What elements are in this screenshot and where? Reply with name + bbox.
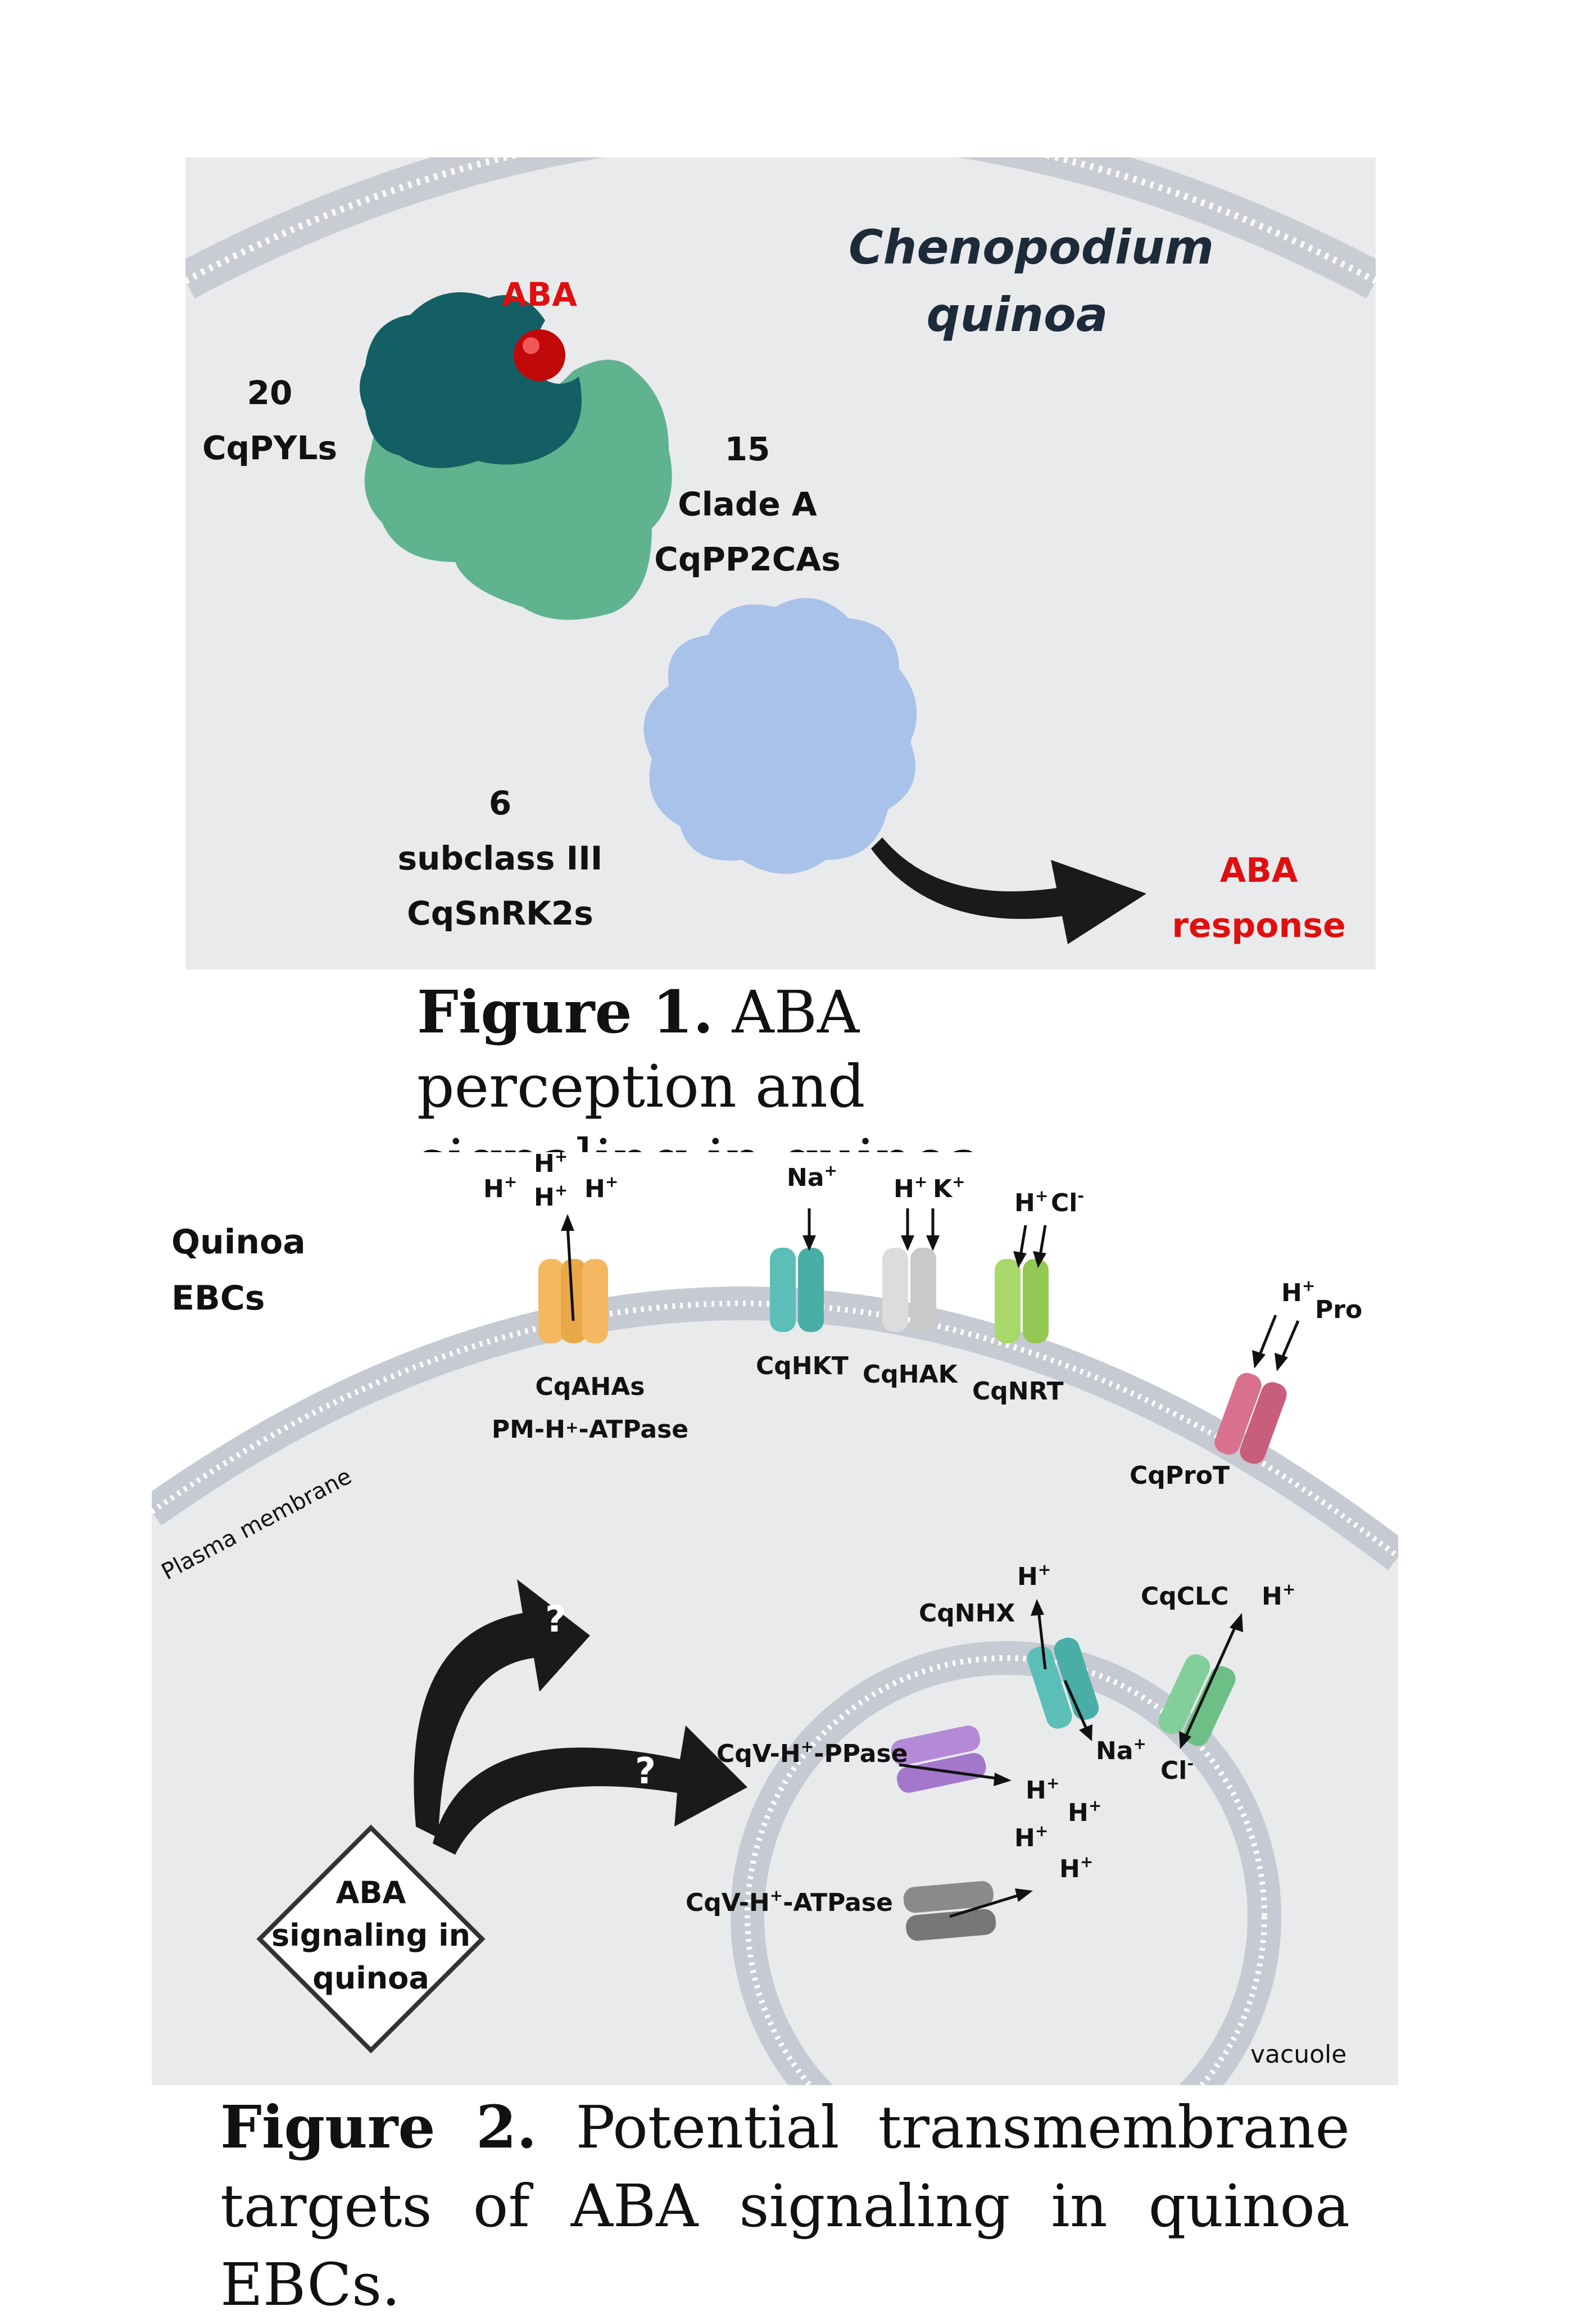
aba-label: ABA (502, 275, 577, 314)
cell-type-label: Quinoa EBCs (171, 1214, 306, 1326)
ion-h-aha-1: H+ (483, 1172, 518, 1203)
signal-arrow-lower (433, 1725, 747, 1855)
cqprot-transporter (1214, 1372, 1287, 1464)
cqnrt-label: CqNRT (972, 1377, 1064, 1406)
cqclc-transporter (1158, 1654, 1236, 1746)
pp2c-label: 15 Clade A CqPP2CAs (590, 422, 905, 587)
cqaha-name: CqAHAs (535, 1372, 645, 1401)
cqaha-type: PM-H+-ATPase (491, 1415, 689, 1444)
snrk2-label: 6 subclass III CqSnRK2s (377, 776, 624, 941)
response-arrow (871, 837, 1146, 944)
ion-h-clc: H+ (1262, 1580, 1296, 1611)
response-line-2: response (1172, 906, 1346, 945)
signal-arrow-upper (414, 1579, 590, 1838)
ion-cl-clc: Cl- (1160, 1754, 1194, 1785)
pyl-count: 20 (247, 374, 293, 412)
ion-h-aha-4: H+ (584, 1172, 619, 1203)
pp2c-clade: Clade A (678, 485, 817, 523)
ion-h-vac-2: H+ (1068, 1796, 1102, 1827)
ion-cl-nrt: Cl- (1051, 1186, 1084, 1217)
cqhak-label: CqHAK (863, 1360, 958, 1389)
pyl-label: 20 CqPYLs (185, 365, 354, 475)
snrk2-protein-shape (643, 598, 917, 874)
cqv-atpase-label: CqV-H+-ATPase (686, 1886, 893, 1917)
snrk2-subclass: subclass III (397, 839, 603, 877)
cqnrt-transporter (995, 1225, 1049, 1343)
species-name: Chenopodium quinoa (849, 214, 1214, 348)
aba-response-label: ABA response (1163, 843, 1354, 953)
aba-signaling-line-1: ABA (335, 1875, 406, 1910)
pyl-protein-shape (360, 292, 582, 468)
aba-signaling-label: ABA signaling in quinoa (259, 1872, 483, 2000)
aba-signaling-line-3: quinoa (312, 1960, 429, 1996)
cqnhx-label: CqNHX (919, 1599, 1015, 1628)
ion-h-vac-4: H+ (1059, 1852, 1094, 1883)
cqhkt-transporter (770, 1208, 824, 1332)
ion-h-prot: H+ (1281, 1276, 1316, 1307)
figure-1-caption-label: Figure 1. (417, 977, 714, 1047)
ion-pro-prot: Pro (1315, 1295, 1363, 1324)
ion-k-hak: K+ (933, 1172, 965, 1203)
pp2c-name: CqPP2CAs (654, 540, 841, 578)
cqaha-label: CqAHAs PM-H+-ATPase (472, 1366, 708, 1451)
figure-1-graphic (185, 135, 1376, 944)
species-line-2: quinoa (926, 287, 1108, 342)
snrk2-count: 6 (488, 784, 512, 822)
cqprot-label: CqProT (1130, 1461, 1230, 1490)
cqaha-transporter (538, 1214, 608, 1343)
aba-molecule (514, 329, 565, 381)
figure-1-panel: Chenopodium quinoa ABA 20 CqPYLs 15 Clad… (185, 135, 1376, 970)
cqhak-transporter (882, 1208, 940, 1332)
ion-h-aha-3: H+ (534, 1181, 568, 1212)
ion-h-hak: H+ (894, 1172, 928, 1203)
ion-h-aha-2: H+ (534, 1152, 568, 1178)
cqv-ppase-transporter (891, 1725, 986, 1793)
cqv-atpase-transporter (903, 1881, 996, 1941)
ion-h-nrt: H+ (1014, 1186, 1049, 1217)
cqclc-label: CqCLC (1141, 1582, 1229, 1611)
figure-2-caption: Figure 2. Potential transmembrane target… (220, 2088, 1350, 2324)
ion-na-nhx: Na+ (1096, 1734, 1146, 1765)
question-mark-upper: ? (545, 1599, 566, 1641)
ion-h-vac-1: H+ (1026, 1774, 1060, 1805)
pyl-name: CqPYLs (202, 429, 338, 467)
cqnhx-transporter (1027, 1637, 1099, 1729)
cqhkt-label: CqHKT (756, 1352, 849, 1380)
species-line-1: Chenopodium (849, 220, 1214, 275)
figure-2-caption-label: Figure 2. (220, 2092, 537, 2162)
ion-h-nhx: H+ (1017, 1560, 1051, 1591)
vacuole-label: vacuole (1250, 2040, 1347, 2069)
figure-2-panel: Quinoa EBCs Plasma membrane vacuole H+ H… (152, 1152, 1398, 2085)
pp2c-count: 15 (724, 430, 770, 468)
ion-na-hkt: Na+ (787, 1161, 837, 1192)
cqv-ppase-label: CqV-H+-PPase (717, 1737, 908, 1768)
vacuole-membrane (731, 1641, 1281, 2085)
cell-type-line-2: EBCs (171, 1279, 265, 1318)
aba-signaling-diamond (256, 1824, 486, 2054)
cell-type-line-1: Quinoa (171, 1222, 306, 1262)
figure-2-graphic (152, 1152, 1398, 2085)
question-mark-lower: ? (635, 1751, 656, 1792)
snrk2-name: CqSnRK2s (407, 894, 593, 932)
response-line-1: ABA (1219, 851, 1298, 890)
aba-signaling-line-2: signaling in (271, 1918, 471, 1953)
ion-h-vac-3: H+ (1014, 1822, 1049, 1852)
